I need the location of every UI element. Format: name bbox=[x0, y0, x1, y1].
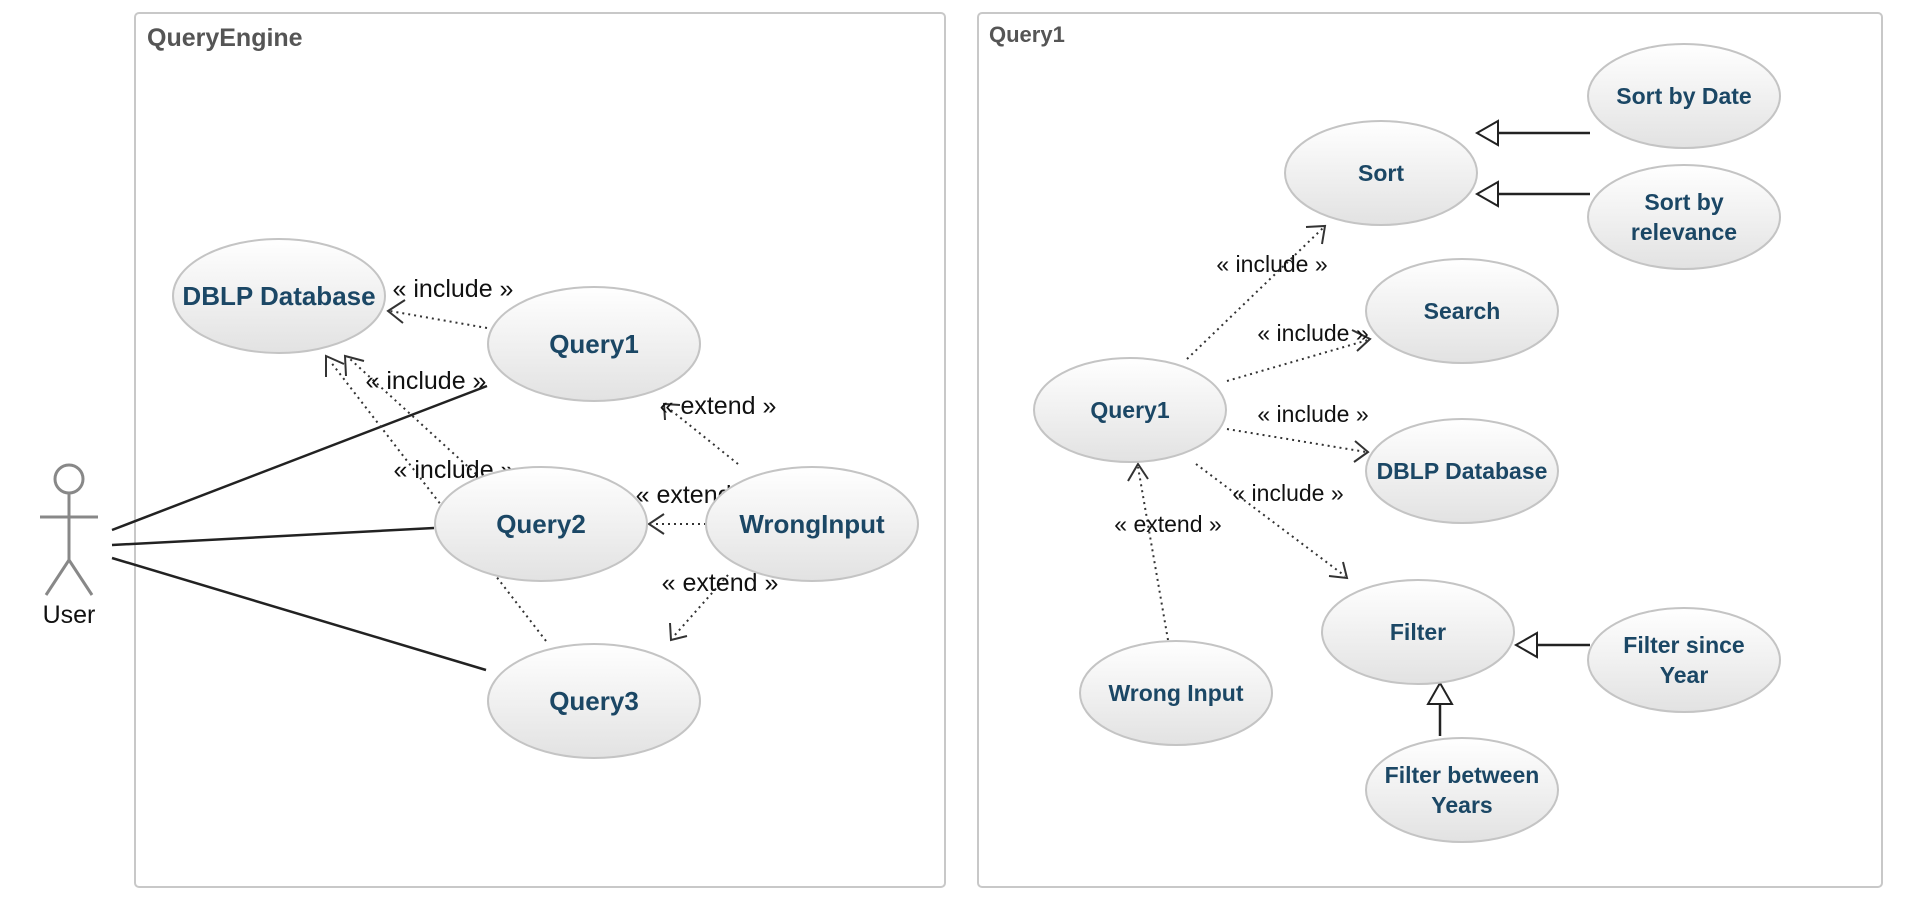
arrowhead-icon bbox=[662, 402, 681, 421]
label-include-filter: « include » bbox=[1232, 480, 1343, 506]
right-use-case-search[interactable]: Search bbox=[1365, 258, 1559, 364]
use-case-label-line2: Year bbox=[1660, 662, 1709, 688]
association-user-query2 bbox=[111, 526, 435, 547]
use-case-ellipse bbox=[172, 238, 386, 354]
left-dependencies bbox=[325, 299, 739, 642]
actor-user[interactable]: User bbox=[40, 463, 98, 629]
actor-head-icon bbox=[53, 463, 85, 495]
use-case-label-line2: Years bbox=[1431, 792, 1492, 818]
use-case-label: Sort by Date bbox=[1616, 83, 1751, 109]
include-query1-search bbox=[1226, 339, 1369, 382]
right-use-case-query1[interactable]: Query1 bbox=[1033, 357, 1227, 463]
right-dependencies bbox=[1127, 224, 1372, 641]
use-case-label: Query2 bbox=[496, 509, 586, 539]
use-case-label: Search bbox=[1424, 298, 1501, 324]
use-case-label-line2: relevance bbox=[1631, 219, 1737, 245]
use-case-ellipse bbox=[1587, 164, 1781, 270]
use-case-ellipse bbox=[1365, 737, 1559, 843]
arrowhead-icon bbox=[386, 299, 406, 324]
right-use-case-wrong-input[interactable]: Wrong Input bbox=[1079, 640, 1273, 746]
left-use-case-query1[interactable]: Query1 bbox=[487, 286, 701, 402]
arrowhead-icon bbox=[325, 354, 345, 377]
use-case-ellipse bbox=[1284, 120, 1478, 226]
left-use-case-query3[interactable]: Query3 bbox=[487, 643, 701, 759]
label-extend-wronginput: « extend » bbox=[1114, 511, 1221, 537]
use-case-label: DBLP Database bbox=[1377, 458, 1548, 484]
use-case-ellipse bbox=[1321, 579, 1515, 685]
label-include-sort: « include » bbox=[1216, 251, 1327, 277]
extend-wronginput-query3 bbox=[673, 574, 729, 637]
right-use-case-sort-by-relevance[interactable]: Sort by relevance bbox=[1587, 164, 1781, 270]
use-case-label: WrongInput bbox=[739, 509, 885, 539]
include-query3-dblp bbox=[329, 360, 547, 642]
right-use-case-filter[interactable]: Filter bbox=[1321, 579, 1515, 685]
query1-boundary-title: Query1 bbox=[989, 22, 1065, 47]
right-use-case-filter-between-years[interactable]: Filter between Years bbox=[1365, 737, 1559, 843]
arrowhead-icon bbox=[1353, 440, 1370, 463]
arrowhead-icon bbox=[669, 622, 688, 642]
use-case-label: Sort bbox=[1358, 160, 1404, 186]
actor-right-leg bbox=[67, 559, 94, 596]
use-case-label: Filter bbox=[1390, 619, 1446, 645]
include-query1-dblp bbox=[389, 310, 488, 329]
right-use-case-dblp[interactable]: DBLP Database bbox=[1365, 418, 1559, 524]
left-use-case-wronginput[interactable]: WrongInput bbox=[705, 466, 919, 582]
arrowhead-icon bbox=[343, 354, 365, 377]
association-user-query3 bbox=[111, 556, 487, 672]
include-query2-dblp bbox=[349, 358, 477, 475]
use-case-label-line1: Filter since bbox=[1623, 632, 1744, 658]
label-include-query2: « include » bbox=[366, 367, 487, 395]
label-include-search: « include » bbox=[1257, 320, 1368, 346]
left-associations bbox=[111, 384, 488, 672]
include-query1-filter bbox=[1195, 463, 1346, 577]
use-case-label: Query1 bbox=[549, 329, 639, 359]
right-generalizations bbox=[1426, 119, 1590, 736]
arrowhead-icon bbox=[647, 513, 665, 535]
label-include-query1: « include » bbox=[393, 275, 514, 303]
triangle-arrowhead-icon bbox=[1474, 119, 1499, 147]
queryengine-boundary-title: QueryEngine bbox=[147, 24, 303, 52]
queryengine-boundary-frame bbox=[134, 12, 946, 888]
use-case-ellipse bbox=[1587, 43, 1781, 149]
right-relation-labels: « include » « include » « include » « in… bbox=[1114, 251, 1368, 537]
use-case-ellipse bbox=[1365, 258, 1559, 364]
use-case-ellipse bbox=[1365, 418, 1559, 524]
arrowhead-icon bbox=[1351, 329, 1372, 352]
left-use-case-dblp[interactable]: DBLP Database bbox=[172, 238, 386, 354]
right-use-case-sort[interactable]: Sort bbox=[1284, 120, 1478, 226]
label-extend-query1: « extend » bbox=[660, 392, 777, 420]
use-case-ellipse bbox=[1587, 607, 1781, 713]
use-case-ellipse bbox=[487, 643, 701, 759]
use-case-label: Query3 bbox=[549, 686, 639, 716]
use-case-ellipse bbox=[487, 286, 701, 402]
arrowhead-icon bbox=[1328, 561, 1349, 580]
use-case-ellipse bbox=[434, 466, 648, 582]
arrowhead-icon bbox=[1305, 224, 1327, 245]
association-user-query1 bbox=[111, 384, 488, 532]
label-include-dblp: « include » bbox=[1257, 401, 1368, 427]
triangle-arrowhead-icon bbox=[1474, 180, 1499, 208]
right-use-case-filter-since-year[interactable]: Filter since Year bbox=[1587, 607, 1781, 713]
arrowhead-icon bbox=[1127, 462, 1149, 482]
actor-left-leg bbox=[44, 559, 71, 596]
right-use-case-sort-by-date[interactable]: Sort by Date bbox=[1587, 43, 1781, 149]
queryengine-boundary: QueryEngine bbox=[134, 12, 946, 888]
use-case-ellipse bbox=[1033, 357, 1227, 463]
use-case-label-line1: Sort by bbox=[1644, 189, 1723, 215]
triangle-arrowhead-icon bbox=[1426, 680, 1454, 705]
use-case-label: DBLP Database bbox=[182, 281, 375, 311]
actor-label: User bbox=[43, 601, 96, 629]
triangle-arrowhead-icon bbox=[1513, 631, 1538, 659]
use-case-label: Wrong Input bbox=[1109, 680, 1244, 706]
include-query1-sort bbox=[1186, 227, 1324, 360]
use-case-label: Query1 bbox=[1090, 397, 1169, 423]
use-case-label-line1: Filter between bbox=[1385, 762, 1540, 788]
use-case-ellipse bbox=[705, 466, 919, 582]
use-case-ellipse bbox=[1079, 640, 1273, 746]
left-use-case-query2[interactable]: Query2 bbox=[434, 466, 648, 582]
